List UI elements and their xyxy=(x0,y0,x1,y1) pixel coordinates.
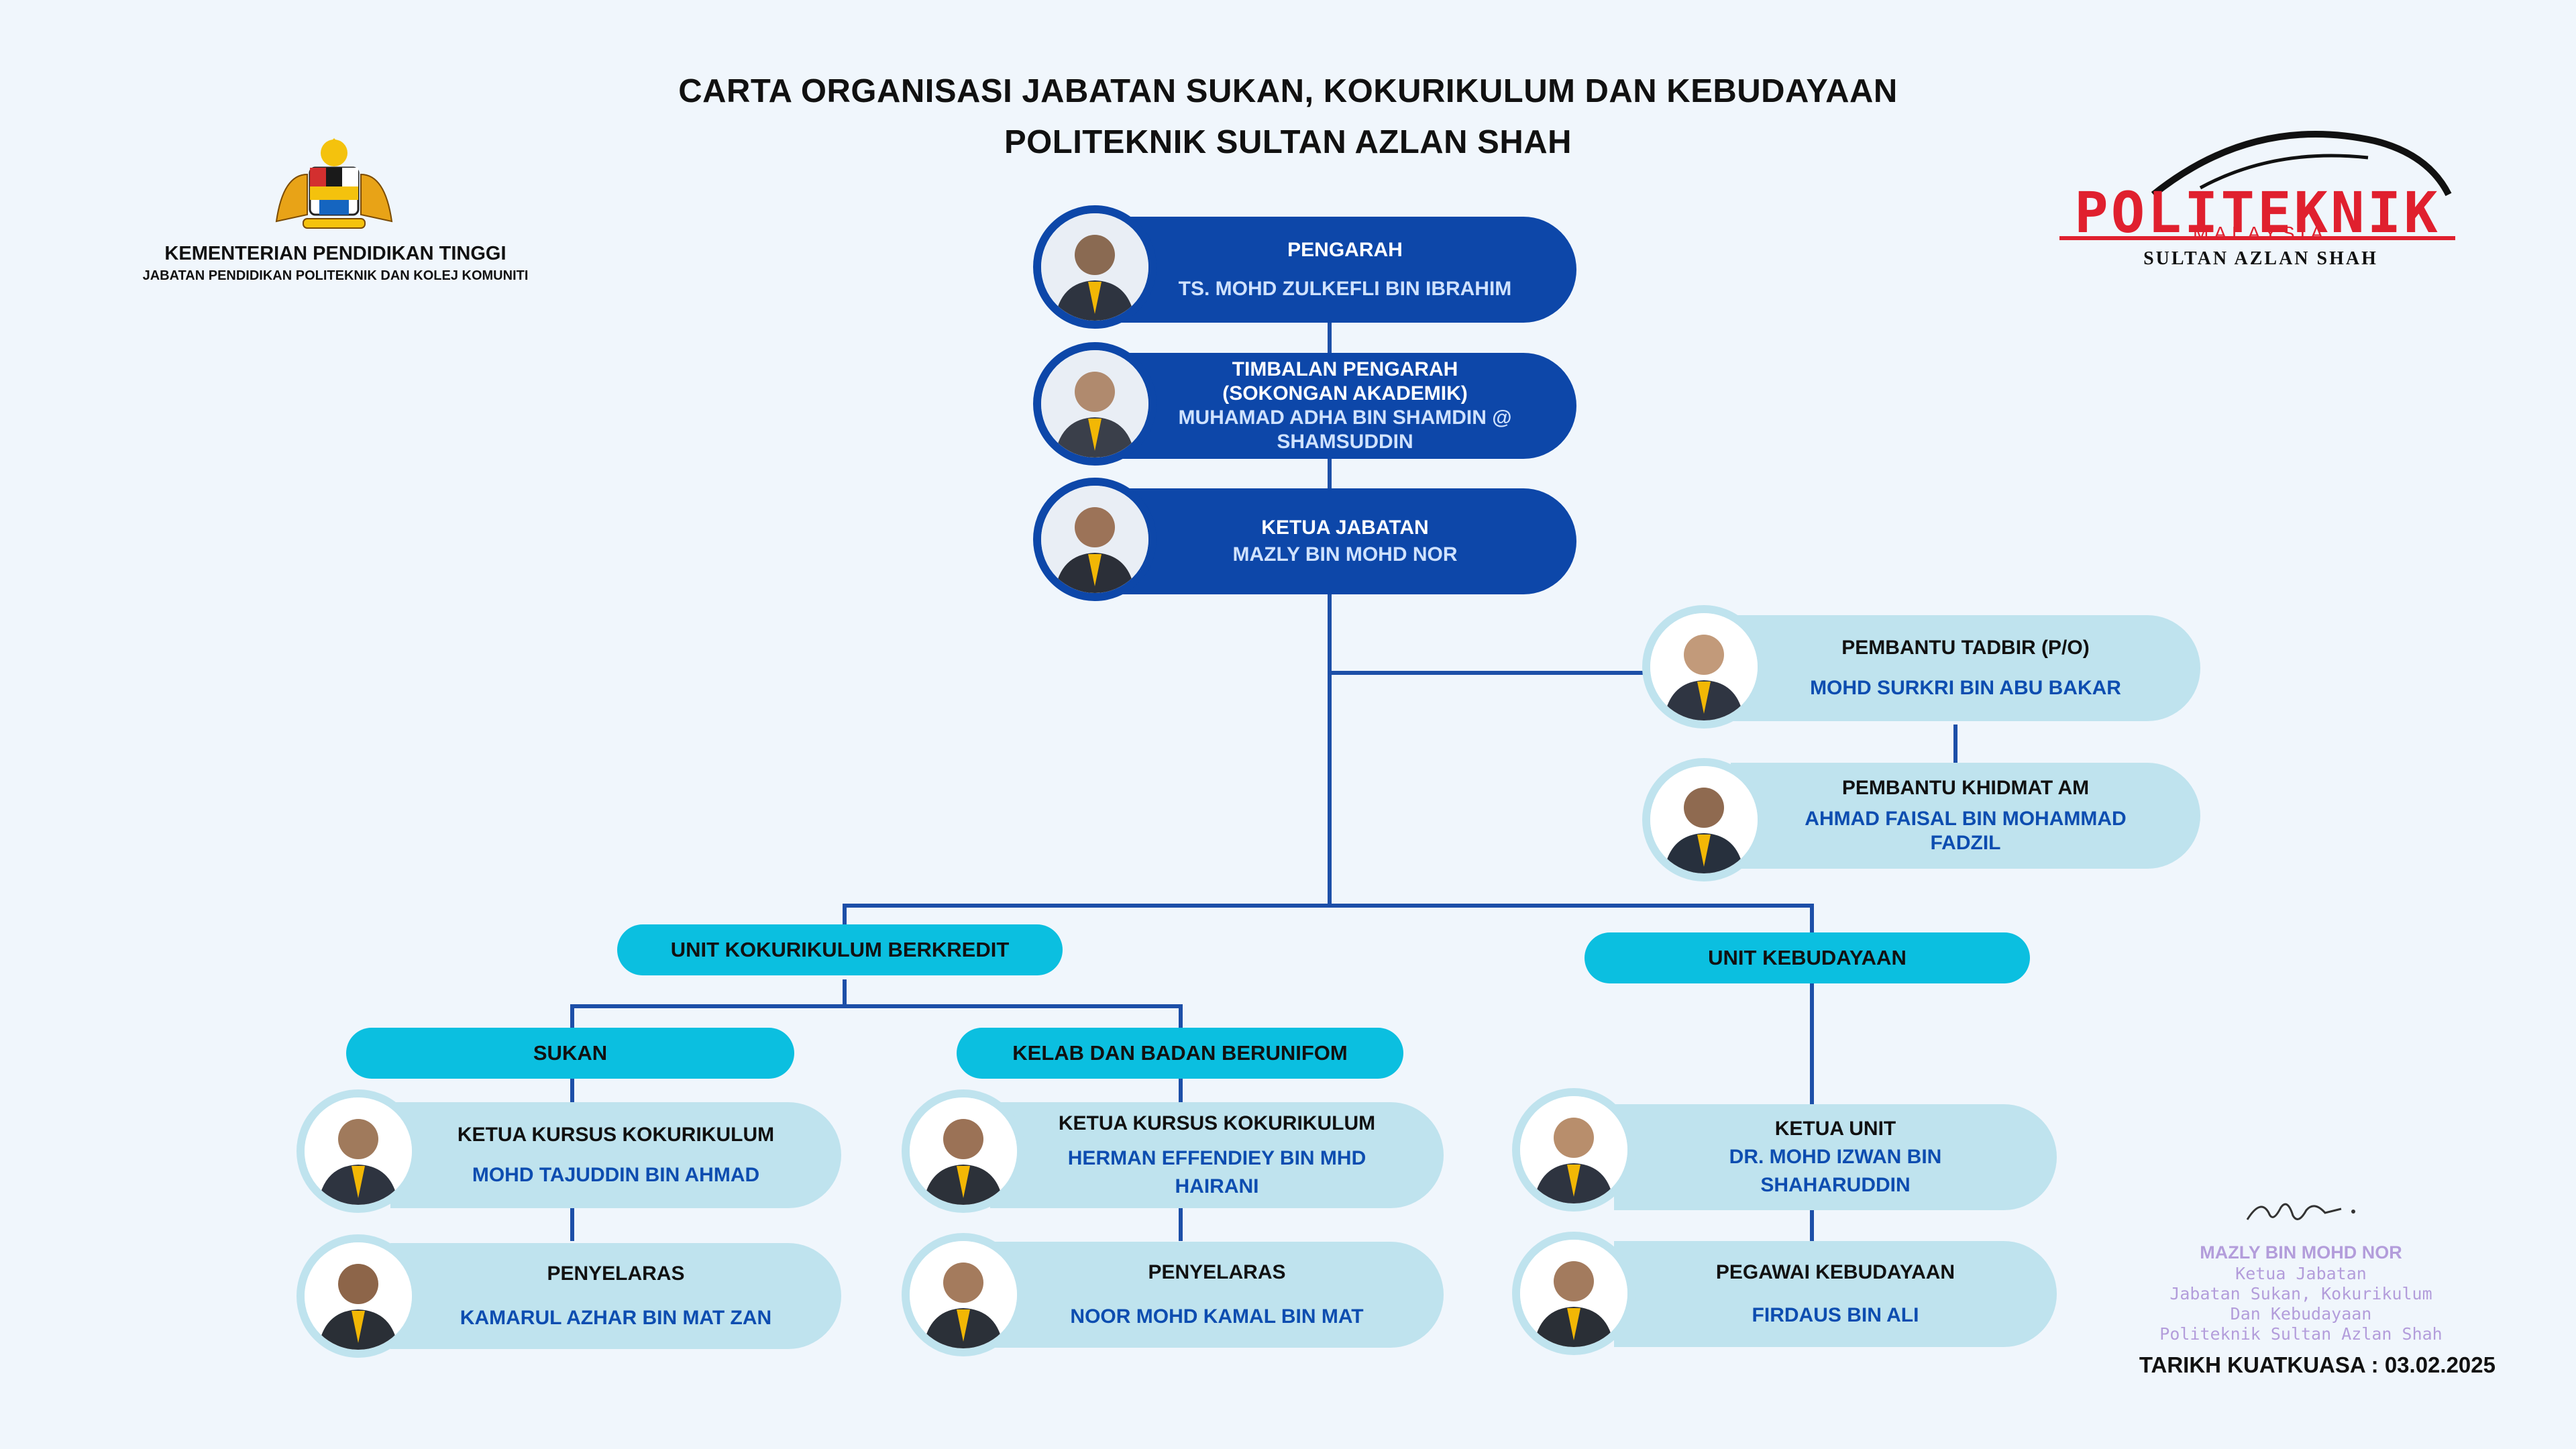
sukan-ketua-name: MOHD TAJUDDIN BIN AHMAD xyxy=(472,1164,760,1186)
logo-country: MALAYSIA xyxy=(2193,223,2328,244)
coat-of-arms-icon xyxy=(263,134,405,235)
pembantu-khidmat-name-line2: FADZIL xyxy=(1930,832,2001,854)
ministry-department: JABATAN PENDIDIKAN POLITEKNIK DAN KOLEJ … xyxy=(142,268,529,283)
connector-sukan-down xyxy=(570,1077,574,1110)
subunit-kelab-pill: KELAB DAN BADAN BERUNIFOM xyxy=(957,1028,1403,1079)
connector-sukan-staff xyxy=(570,1201,574,1241)
connector-main-vertical xyxy=(1328,315,1332,906)
person-avatar-icon xyxy=(910,1241,1017,1348)
timbalan-name-line2: SHAMSUDDIN xyxy=(1277,431,1413,453)
timbalan-name-line1: MUHAMAD ADHA BIN SHAMDIN @ xyxy=(1178,407,1512,429)
stamp-line1: Ketua Jabatan xyxy=(2235,1264,2367,1283)
chart-title-line2: POLITEKNIK SULTAN AZLAN SHAH xyxy=(1004,124,1572,160)
connector-kelab-staff xyxy=(1179,1201,1183,1241)
connector-kelab-drop xyxy=(1179,1004,1183,1028)
timbalan-role-line2: (SOKONGAN AKADEMIK) xyxy=(1222,382,1468,405)
pembantu-tadbir-photo xyxy=(1642,605,1766,729)
person-avatar-icon xyxy=(1650,766,1758,873)
pengarah-role: PENGARAH xyxy=(1287,239,1403,261)
sukan-penyelaras-name: KAMARUL AZHAR BIN MAT ZAN xyxy=(460,1307,772,1329)
pembantu-khidmat-photo xyxy=(1642,758,1766,881)
connector-kebudayaan-drop xyxy=(1810,904,1814,938)
kelab-ketua-name-line2: HAIRANI xyxy=(1175,1175,1259,1197)
kebudayaan-pegawai-name: FIRDAUS BIN ALI xyxy=(1752,1304,1919,1326)
logo-campus: SULTAN AZLAN SHAH xyxy=(2143,248,2378,269)
stamp-name: MAZLY BIN MOHD NOR xyxy=(2200,1242,2402,1263)
handwritten-signature-icon xyxy=(2241,1193,2361,1233)
kelab-ketua-photo xyxy=(902,1089,1025,1213)
person-avatar-icon xyxy=(305,1097,412,1205)
person-avatar-icon xyxy=(305,1242,412,1350)
timbalan-role-line1: TIMBALAN PENGARAH xyxy=(1232,358,1458,380)
person-avatar-icon xyxy=(910,1097,1017,1205)
ketua-jabatan-name: MAZLY BIN MOHD NOR xyxy=(1232,543,1458,566)
person-avatar-icon xyxy=(1041,213,1148,321)
connector-support-branch xyxy=(1328,671,1650,675)
kebudayaan-ketua-name-line1: DR. MOHD IZWAN BIN xyxy=(1729,1146,1942,1168)
kebudayaan-ketua-name-line2: SHAHARUDDIN xyxy=(1760,1174,1911,1196)
pembantu-tadbir-name: MOHD SURKRI BIN ABU BAKAR xyxy=(1810,677,2121,699)
kelab-penyelaras-box: PENYELARAS NOOR MOHD KAMAL BIN MAT xyxy=(990,1242,1444,1348)
kebudayaan-pegawai-box: PEGAWAI KEBUDAYAAN FIRDAUS BIN ALI xyxy=(1614,1241,2057,1347)
kelab-ketua-name-line1: HERMAN EFFENDIEY BIN MHD xyxy=(1067,1147,1366,1169)
connector-units-horizontal xyxy=(843,904,1814,908)
connector-subunits-horizontal xyxy=(570,1004,1183,1008)
kelab-ketua-box: KETUA KURSUS KOKURIKULUM HERMAN EFFENDIE… xyxy=(990,1102,1444,1208)
kebudayaan-ketua-box: KETUA UNIT DR. MOHD IZWAN BIN SHAHARUDDI… xyxy=(1614,1104,2057,1210)
ministry-name: KEMENTERIAN PENDIDIKAN TINGGI xyxy=(164,243,506,264)
kelab-penyelaras-name: NOOR MOHD KAMAL BIN MAT xyxy=(1070,1305,1364,1328)
subunit-sukan-pill: SUKAN xyxy=(346,1028,794,1079)
sukan-penyelaras-role: PENYELARAS xyxy=(547,1263,685,1285)
ketua-jabatan-box: KETUA JABATAN MAZLY BIN MOHD NOR xyxy=(1114,488,1576,594)
ketua-jabatan-photo xyxy=(1033,478,1157,601)
timbalan-photo xyxy=(1033,342,1157,466)
unit-kokurikulum-pill: UNIT KOKURIKULUM BERKREDIT xyxy=(617,924,1063,975)
pembantu-khidmat-box: PEMBANTU KHIDMAT AM AHMAD FAISAL BIN MOH… xyxy=(1731,763,2200,869)
person-avatar-icon xyxy=(1520,1096,1627,1203)
person-avatar-icon xyxy=(1650,613,1758,720)
sukan-ketua-photo xyxy=(297,1089,420,1213)
connector-kebudayaan-staff xyxy=(1810,1201,1814,1241)
pembantu-tadbir-box: PEMBANTU TADBIR (P/O) MOHD SURKRI BIN AB… xyxy=(1731,615,2200,721)
connector-kokurikulum-drop xyxy=(843,904,847,930)
connector-kelab-down xyxy=(1179,1077,1183,1110)
pembantu-tadbir-role: PEMBANTU TADBIR (P/O) xyxy=(1841,637,2090,659)
kebudayaan-ketua-photo xyxy=(1512,1088,1635,1212)
sukan-penyelaras-box: PENYELARAS KAMARUL AZHAR BIN MAT ZAN xyxy=(390,1243,841,1349)
sukan-penyelaras-photo xyxy=(297,1234,420,1358)
stamp-line2: Jabatan Sukan, Kokurikulum xyxy=(2169,1284,2432,1303)
pembantu-khidmat-role: PEMBANTU KHIDMAT AM xyxy=(1841,777,2090,799)
stamp-line3: Dan Kebudayaan xyxy=(2230,1304,2372,1324)
kebudayaan-pegawai-role: PEGAWAI KEBUDAYAAN xyxy=(1715,1261,1955,1283)
connector-support-vertical xyxy=(1953,724,1957,765)
sukan-ketua-role: KETUA KURSUS KOKURIKULUM xyxy=(457,1124,775,1146)
effective-date: TARIKH KUATKUASA : 03.02.2025 xyxy=(2139,1352,2496,1377)
kebudayaan-ketua-role: KETUA UNIT xyxy=(1774,1118,1896,1140)
kebudayaan-pegawai-photo xyxy=(1512,1232,1635,1355)
connector-kokurikulum-down xyxy=(843,979,847,1006)
person-avatar-icon xyxy=(1041,350,1148,458)
kelab-ketua-role: KETUA KURSUS KOKURIKULUM xyxy=(1058,1112,1376,1134)
person-avatar-icon xyxy=(1041,486,1148,593)
pembantu-khidmat-name-line1: AHMAD FAISAL BIN MOHAMMAD xyxy=(1805,808,2127,830)
sukan-ketua-box: KETUA KURSUS KOKURIKULUM MOHD TAJUDDIN B… xyxy=(390,1102,841,1208)
kelab-penyelaras-photo xyxy=(902,1233,1025,1356)
ketua-jabatan-role: KETUA JABATAN xyxy=(1261,517,1429,539)
connector-sukan-drop xyxy=(570,1004,574,1028)
stamp-line4: Politeknik Sultan Azlan Shah xyxy=(2159,1324,2443,1344)
person-avatar-icon xyxy=(1520,1240,1627,1347)
swoosh-icon xyxy=(2059,131,2455,240)
kelab-penyelaras-role: PENYELARAS xyxy=(1148,1261,1286,1283)
timbalan-box: TIMBALAN PENGARAH (SOKONGAN AKADEMIK) MU… xyxy=(1114,353,1576,459)
pengarah-photo xyxy=(1033,205,1157,329)
politeknik-logo: POLITEKNIK MALAYSIA SULTAN AZLAN SHAH xyxy=(2053,121,2462,282)
unit-kebudayaan-pill: UNIT KEBUDAYAAN xyxy=(1585,932,2030,983)
connector-kebudayaan-down xyxy=(1810,983,1814,1117)
chart-title-line1: CARTA ORGANISASI JABATAN SUKAN, KOKURIKU… xyxy=(678,73,1898,109)
logo-wordmark: POLITEKNIK xyxy=(2074,180,2440,246)
pengarah-name: TS. MOHD ZULKEFLI BIN IBRAHIM xyxy=(1178,278,1512,300)
pengarah-box: PENGARAH TS. MOHD ZULKEFLI BIN IBRAHIM xyxy=(1114,217,1576,323)
